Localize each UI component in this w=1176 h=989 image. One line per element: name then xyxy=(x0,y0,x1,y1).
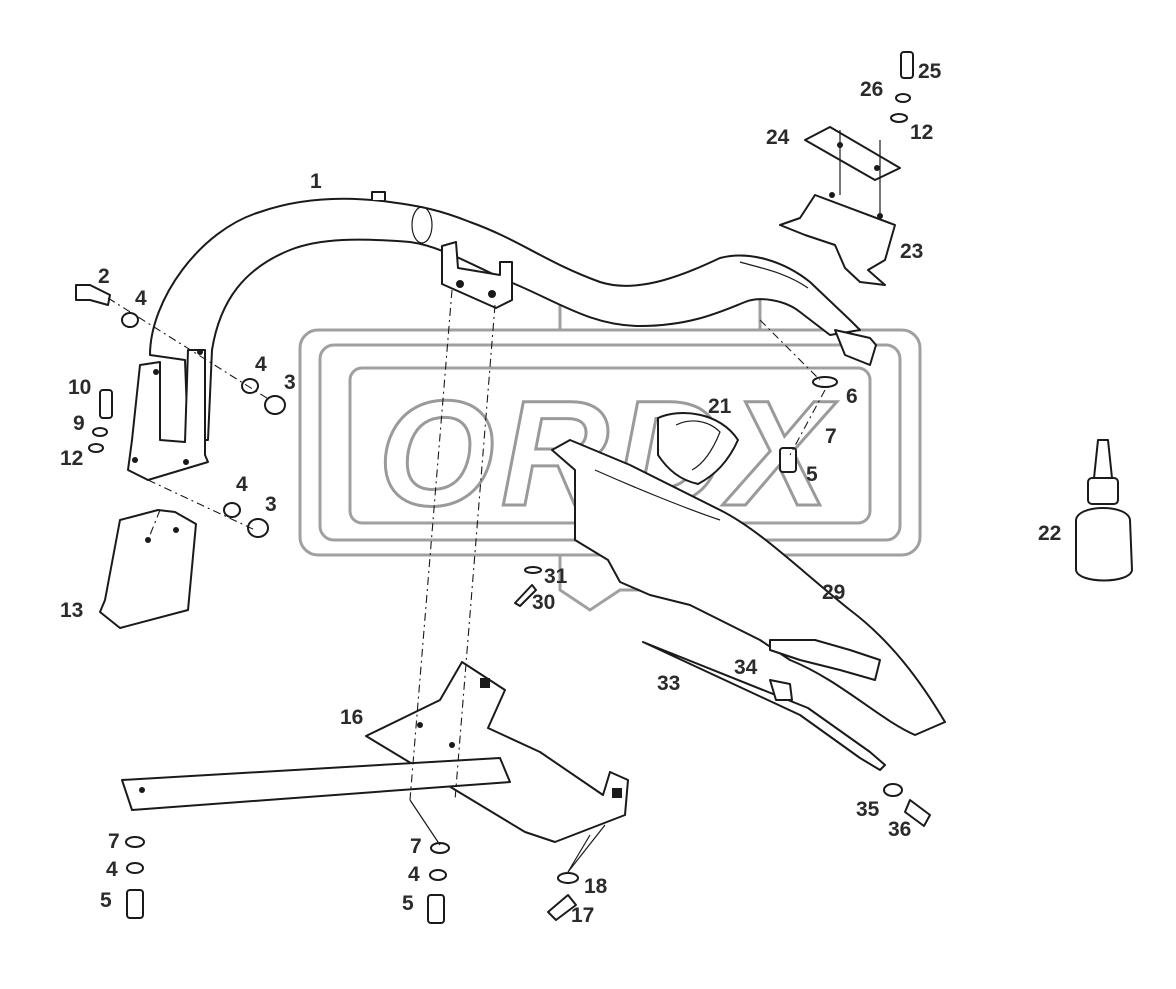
part-labels: 1 2 4 4 3 10 9 12 4 3 13 25 26 12 24 23 … xyxy=(60,60,1061,927)
watermark-text: ORDX xyxy=(378,369,837,537)
label-3b: 3 xyxy=(265,493,277,516)
label-30: 30 xyxy=(532,591,555,614)
label-36: 36 xyxy=(888,818,911,841)
label-4d: 4 xyxy=(106,858,118,881)
right-bracket-23 xyxy=(779,192,896,286)
label-22: 22 xyxy=(1038,522,1061,545)
angle-bar xyxy=(121,757,511,811)
label-17: 17 xyxy=(571,904,594,927)
leader-lines xyxy=(107,130,881,873)
label-25: 25 xyxy=(918,60,942,83)
label-18: 18 xyxy=(584,875,608,898)
tube-frame xyxy=(149,191,861,441)
bolt-10 xyxy=(88,389,113,453)
left-fastener-stack xyxy=(125,836,145,919)
label-2: 2 xyxy=(98,265,110,288)
label-9: 9 xyxy=(73,412,85,435)
rod-33 xyxy=(642,641,886,771)
label-4e: 4 xyxy=(408,863,420,886)
label-4c: 4 xyxy=(236,473,248,496)
label-12a: 12 xyxy=(60,447,83,470)
label-33: 33 xyxy=(657,672,680,695)
grip-21 xyxy=(657,412,739,485)
label-31: 31 xyxy=(544,565,568,588)
bolt-36 xyxy=(883,783,931,827)
label-16: 16 xyxy=(340,706,363,729)
label-10: 10 xyxy=(68,376,91,399)
watermark: ORDX xyxy=(298,278,922,612)
small-bracket xyxy=(779,329,877,473)
label-3a: 3 xyxy=(284,371,296,394)
left-mount-plate xyxy=(127,349,209,481)
cover-part-13 xyxy=(99,509,197,629)
tube-clamp-bracket xyxy=(441,241,513,309)
label-7b: 7 xyxy=(108,830,120,853)
label-1: 1 xyxy=(310,170,322,193)
bolt-30 xyxy=(514,566,542,607)
label-4b: 4 xyxy=(255,353,267,376)
adhesive-bottle-22 xyxy=(1075,439,1133,582)
label-23: 23 xyxy=(900,240,923,263)
label-7c: 7 xyxy=(410,835,422,858)
label-4a: 4 xyxy=(135,287,147,310)
plate-24 xyxy=(804,126,901,181)
handle-body-29 xyxy=(551,439,946,736)
label-34: 34 xyxy=(734,656,758,679)
center-fastener-stack xyxy=(427,842,450,924)
label-5c: 5 xyxy=(402,892,414,915)
label-7a: 7 xyxy=(825,425,837,448)
label-26: 26 xyxy=(860,78,883,101)
bolt-25 xyxy=(890,51,914,123)
label-29: 29 xyxy=(822,581,845,604)
right-fastener-stack xyxy=(547,872,579,921)
label-24: 24 xyxy=(766,126,790,149)
label-5a: 5 xyxy=(806,463,818,486)
bolt-2 xyxy=(75,284,286,538)
label-13: 13 xyxy=(60,599,83,622)
label-35: 35 xyxy=(856,798,880,821)
label-6: 6 xyxy=(846,385,858,408)
label-5b: 5 xyxy=(100,889,112,912)
label-12b: 12 xyxy=(910,121,933,144)
label-21: 21 xyxy=(708,395,732,418)
bracket-plate-16 xyxy=(365,661,629,843)
